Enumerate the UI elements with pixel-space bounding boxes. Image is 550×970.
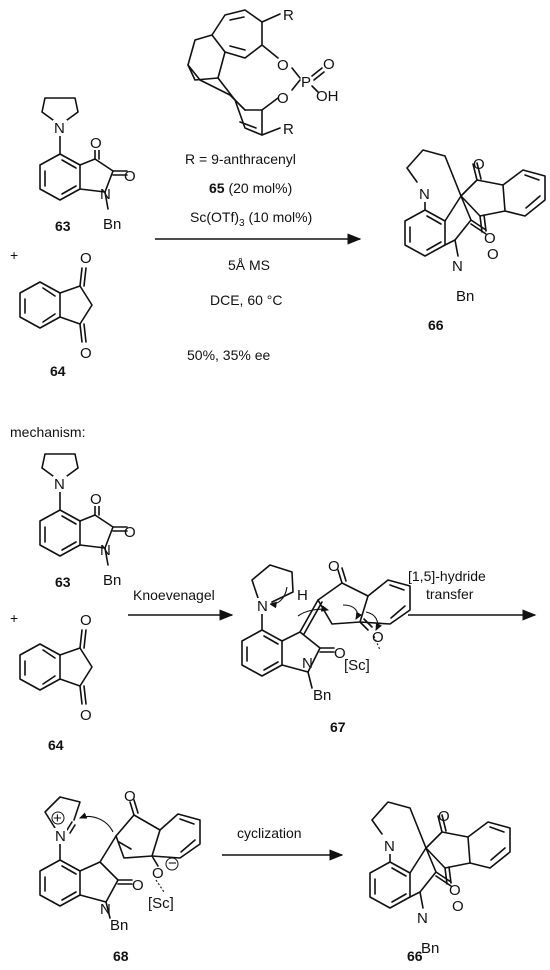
atom-bn: Bn <box>103 572 121 589</box>
yield-ee: 50%, 35% ee <box>187 347 270 363</box>
atom-bn: Bn <box>110 917 128 934</box>
atom-o: O <box>124 168 136 185</box>
mechanism-product-66-structure: N O O O N Bn <box>369 801 511 957</box>
step-hydride-line2: transfer <box>426 586 474 602</box>
atom-n: N <box>54 476 65 493</box>
atom-o: O <box>80 250 92 267</box>
compound-label-67: 67 <box>330 719 346 735</box>
step-cyclization: cyclization <box>237 825 302 841</box>
atom-o: O <box>372 629 384 646</box>
mechanism-heading: mechanism: <box>10 424 85 440</box>
intermediate-67-structure <box>241 564 411 689</box>
atom-o: O <box>487 246 499 263</box>
atom-o: O <box>132 877 144 894</box>
atom-bn: Bn <box>103 216 121 233</box>
atom-bn: Bn <box>456 288 474 305</box>
atom-h: H <box>297 587 308 604</box>
atom-n: N <box>55 828 66 845</box>
atom-n: N <box>302 655 313 672</box>
intermediate-68-structure <box>39 796 201 919</box>
atom-sc: [Sc] <box>148 895 174 912</box>
atom-n: N <box>452 258 463 275</box>
step-knoevenagel: Knoevenagel <box>133 587 215 603</box>
atom-n: N <box>54 120 65 137</box>
atom-o: O <box>334 645 346 662</box>
lewis-acid-loading: (10 mol%) <box>245 209 313 225</box>
atom-o: O <box>80 707 92 724</box>
atom-n: N <box>100 901 111 918</box>
atom-o: O <box>277 57 289 74</box>
anion-charge <box>165 857 179 871</box>
compound-label-68: 68 <box>113 948 129 964</box>
atom-o: O <box>452 898 464 915</box>
atom-o: O <box>323 56 335 73</box>
atom-n: N <box>417 910 428 927</box>
compound-label-63: 63 <box>55 574 71 590</box>
cation-plus: + <box>53 810 62 827</box>
molecular-sieves: 5Å MS <box>228 257 270 273</box>
atom-sc: [Sc] <box>344 657 370 674</box>
atom-o: O <box>80 612 92 629</box>
atom-p: P <box>301 74 311 91</box>
product-66-structure: N O O O N Bn <box>404 149 546 305</box>
atom-o: O <box>80 345 92 362</box>
lewis-acid-line: Sc(OTf)3 (10 mol%) <box>190 209 312 229</box>
plus-sign: + <box>10 247 18 263</box>
atom-r: R <box>283 121 294 138</box>
cation-charge <box>51 811 65 825</box>
plus-sign: + <box>10 610 18 626</box>
catalyst-number: 65 <box>209 180 225 196</box>
lewis-acid-subscript: 3 <box>239 218 245 229</box>
atom-n: N <box>100 542 111 559</box>
compound-label-64: 64 <box>48 737 64 753</box>
atom-o: O <box>124 524 136 541</box>
atom-o: O <box>90 491 102 508</box>
atom-n: N <box>419 186 430 203</box>
atom-o: O <box>152 865 164 882</box>
mechanism-reactant-63: N O O N Bn <box>39 453 136 589</box>
atom-o: O <box>277 90 289 107</box>
compound-label-66: 66 <box>407 948 423 964</box>
reactant-64-structure: O O <box>19 250 93 362</box>
atom-oh: OH <box>316 88 339 105</box>
atom-o: O <box>90 135 102 152</box>
anion-minus: − <box>168 855 177 872</box>
compound-label-66: 66 <box>428 317 444 333</box>
atom-o: O <box>124 788 136 805</box>
catalyst-loading-line: 65 (20 mol%) <box>209 180 292 196</box>
atom-bn: Bn <box>313 687 331 704</box>
atom-o: O <box>438 808 450 825</box>
atom-o: O <box>484 230 496 247</box>
atom-o: O <box>473 156 485 173</box>
catalyst-loading: (20 mol%) <box>225 180 293 196</box>
reactant-63-structure: N O O N Bn <box>39 97 136 233</box>
mechanism-reactant-64: O O <box>19 612 93 724</box>
atom-o: O <box>449 882 461 899</box>
lewis-acid-name: Sc(OTf) <box>190 209 239 225</box>
atom-n: N <box>384 838 395 855</box>
atom-bn: Bn <box>421 940 439 957</box>
compound-label-63: 63 <box>55 218 71 234</box>
atom-r: R <box>283 7 294 24</box>
atom-o: O <box>328 558 340 575</box>
catalyst-65-structure <box>187 9 325 136</box>
compound-label-64: 64 <box>50 363 66 379</box>
atom-n: N <box>257 598 268 615</box>
solvent-temperature: DCE, 60 °C <box>210 292 283 308</box>
catalyst-r-definition: R = 9-anthracenyl <box>185 151 296 167</box>
step-hydride-line1: [1,5]-hydride <box>408 568 486 584</box>
atom-n: N <box>100 186 111 203</box>
